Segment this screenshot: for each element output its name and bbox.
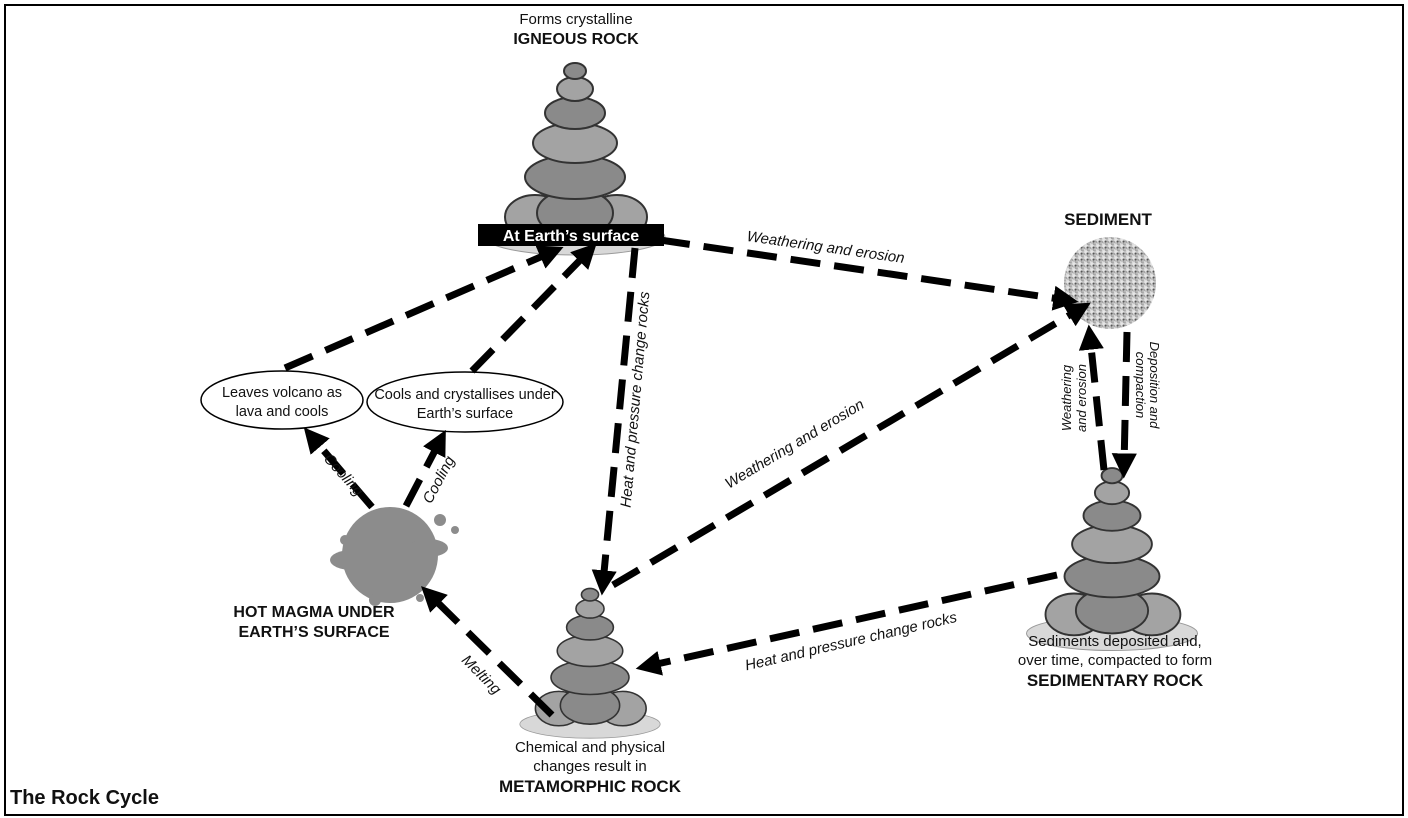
- surface-label-box: [478, 224, 664, 246]
- igneous-title: IGNEOUS ROCK: [513, 31, 639, 48]
- magma-image: [330, 507, 459, 606]
- sedimentary-rock-image: [1025, 467, 1199, 652]
- label-cooling-left: Cooling: [320, 450, 367, 500]
- metamorphic-caption-1: Chemical and physical: [515, 739, 665, 756]
- sedimentary-caption-2: over time, compacted to form: [1018, 652, 1212, 669]
- arrow-sediment-to-sedimentary: [1111, 331, 1137, 479]
- label-cooling-right: Cooling: [420, 453, 459, 506]
- oval-crystallise: [366, 371, 564, 433]
- arrow-metamorphic-to-magma: [421, 586, 555, 718]
- arrow-sedimentary-to-metamorphic: [635, 571, 1058, 676]
- label-weathering-right-2: and erosion: [1074, 364, 1089, 432]
- arrow-surface-to-sediment: [659, 236, 1079, 311]
- arrow-metamorphic-to-sediment: [611, 302, 1091, 589]
- label-weathering-top: Weathering and erosion: [746, 228, 906, 267]
- diagram-frame: [4, 4, 1404, 816]
- arrow-magma-to-crystallise: [402, 429, 446, 508]
- oval-volcano-text-2: lava and cools: [236, 404, 329, 420]
- arrow-crystallise-to-surface: [469, 242, 597, 374]
- diagram-title: The Rock Cycle: [10, 787, 159, 809]
- oval-volcano-text-1: Leaves volcano as: [222, 385, 342, 401]
- label-deposition-1: Deposition and: [1147, 342, 1162, 429]
- sediment-title: SEDIMENT: [1064, 210, 1152, 229]
- label-heat-pressure-bottom: Heat and pressure change rocks: [743, 609, 959, 674]
- igneous-caption: Forms crystalline: [519, 11, 632, 28]
- oval-crystallise-text-2: Earth’s surface: [417, 406, 513, 422]
- arrow-surface-to-metamorphic: [591, 247, 639, 596]
- sediment-image: [1064, 237, 1156, 329]
- label-deposition-2: compaction: [1133, 352, 1148, 418]
- sedimentary-title: SEDIMENTARY ROCK: [1027, 671, 1204, 690]
- label-melting: Melting: [458, 652, 505, 699]
- oval-volcano: [200, 370, 364, 430]
- metamorphic-caption-2: changes result in: [533, 758, 646, 775]
- sedimentary-caption-1: Sediments deposited and,: [1028, 633, 1201, 650]
- arrow-lava-to-surface: [283, 245, 564, 372]
- arrow-magma-to-volcano: [303, 427, 375, 510]
- magma-title-2: EARTH’S SURFACE: [238, 624, 389, 641]
- metamorphic-rock-image: [519, 587, 661, 739]
- oval-crystallise-text-1: Cools and crystallises under: [374, 387, 556, 403]
- magma-title-1: HOT MAGMA UNDER: [233, 604, 395, 621]
- arrow-sedimentary-to-sediment: [1078, 324, 1108, 471]
- metamorphic-title: METAMORPHIC ROCK: [499, 777, 682, 796]
- surface-label: At Earth’s surface: [503, 228, 639, 245]
- label-weathering-right-1: Weathering: [1059, 364, 1074, 431]
